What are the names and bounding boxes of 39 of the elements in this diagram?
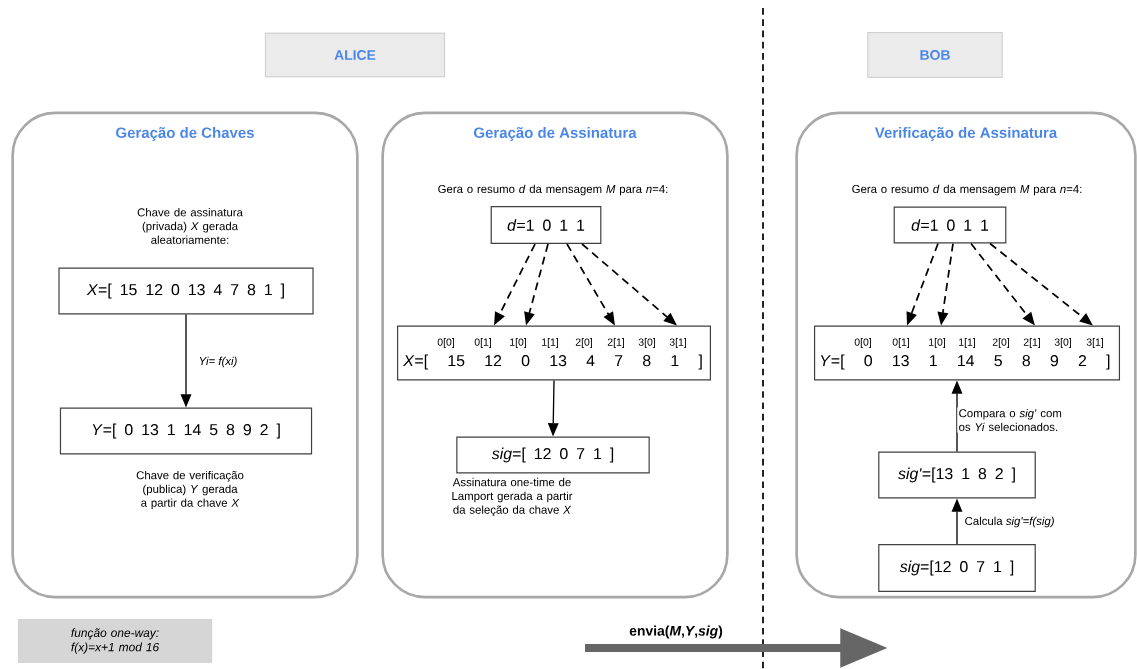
caption-text: Chave de assinatura (privada) X gerada aleatoriamente: [137, 208, 243, 244]
array-box: sig=[12 0 7 1 ] [878, 544, 1036, 592]
index-label: 3[0] [1054, 338, 1071, 348]
index-label: 1[0] [929, 338, 945, 348]
header-box: BOB [867, 32, 1003, 78]
array-box: sig=[ 12 0 7 1 ] [456, 436, 650, 474]
index-label: 0[0] [854, 338, 871, 348]
index-label: 1[1] [542, 338, 558, 348]
index-label: 0[1] [474, 338, 491, 348]
index-label: 1[1] [959, 338, 975, 348]
header-box: ALICE [265, 32, 445, 78]
index-label: 3[1] [669, 338, 686, 348]
index-label: 3[1] [1086, 338, 1103, 348]
index-label: 1[0] [510, 338, 526, 348]
caption-text: Assinatura one-time de Lamport gerada a partir da seleção da chave X [452, 477, 573, 517]
index-label: 0[1] [892, 338, 909, 348]
array-box: sig'=[13 1 8 2 ] [878, 451, 1036, 499]
array-box [397, 325, 711, 381]
note-box: função one-way: f(x)=x+1 mod 16 [18, 619, 212, 663]
array-box: d=1 0 1 1 [490, 205, 602, 245]
edge-label: Calcula sig'=f(sig) [963, 515, 1056, 529]
array-box: d=1 0 1 1 [893, 206, 1007, 244]
caption-text: Gera o resumo d da mensagem M para n=4: [438, 184, 668, 196]
index-label: 2[0] [575, 338, 592, 348]
array-box: Y=[ 0 13 1 14 5 8 9 2 ] [59, 407, 313, 455]
index-label: 3[0] [638, 338, 655, 348]
edge-label: Yi= f(xi) [197, 355, 239, 369]
array-text: X=[ 15 12 0 13 4 7 8 1 ] [402, 354, 702, 370]
caption-text: Gera o resumo d da mensagem M para n=4: [852, 184, 1082, 196]
caption-text: Chave de verificação (publica) Y gerada a partir da chave X [136, 470, 244, 510]
edge-label: Compara o sig' com os Yi selecionados. [957, 407, 1066, 433]
array-text: Y=[ 0 13 1 14 5 8 9 2 ] [820, 354, 1110, 370]
index-label: 2[1] [607, 338, 624, 348]
index-label: 2[0] [992, 338, 1009, 348]
array-box [814, 325, 1121, 381]
index-label: 2[1] [1023, 338, 1040, 348]
index-label: 0[0] [437, 338, 454, 348]
arrow-label: envia(M,Y,sig) [629, 625, 723, 639]
array-box: X=[ 15 12 0 13 4 7 8 1 ] [58, 267, 314, 315]
